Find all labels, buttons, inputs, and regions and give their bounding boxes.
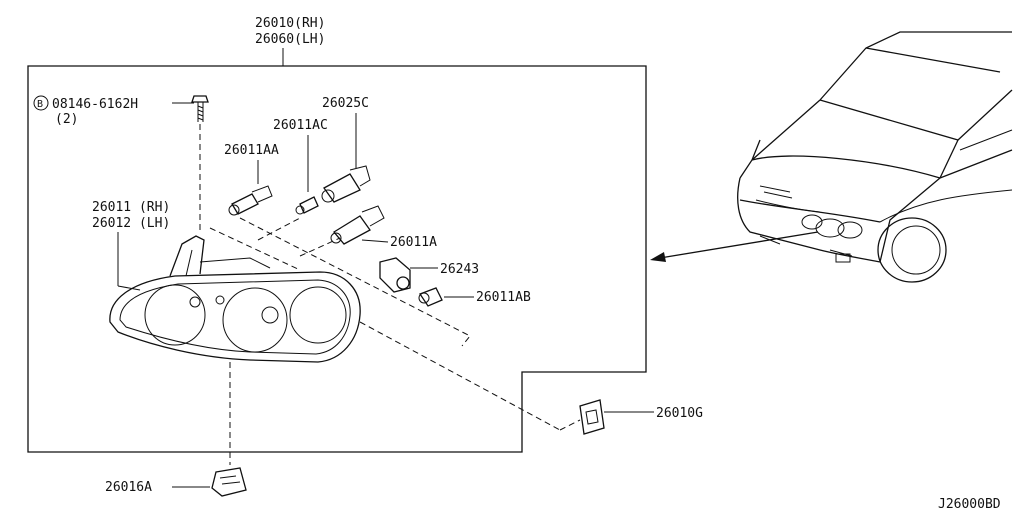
diagram-code: J26000BD: [938, 497, 1001, 512]
bulb-ab-label: 26011AB: [476, 290, 531, 305]
bolt-circle-icon: [33, 95, 49, 111]
socket-c-label: 26025C: [322, 96, 369, 111]
bulb-a-icon: [330, 205, 385, 245]
bulb-aa-icon: [228, 185, 273, 216]
car-front-icon: [737, 31, 1013, 283]
clip-g-label: 26010G: [656, 406, 703, 421]
bulb-a-label: 26011A: [390, 235, 437, 250]
bolt-icon: [191, 95, 209, 122]
assembly-lh-label: 26060(LH): [255, 32, 325, 47]
bolt-prefix: B: [37, 99, 43, 110]
housing-lh-label: 26012 (LH): [92, 216, 170, 231]
bulb-aa-label: 26011AA: [224, 143, 279, 158]
bulb-ab-icon: [418, 287, 443, 307]
headlamp-housing-icon: [109, 235, 361, 363]
bulb-ac-icon: [295, 196, 319, 215]
assembly-rh-label: 26010(RH): [255, 16, 325, 31]
clip-g-icon: [579, 399, 605, 435]
socket-243-icon: [379, 257, 411, 293]
bolt-part-label: 08146-6162H: [52, 97, 138, 112]
socket-243-label: 26243: [440, 262, 479, 277]
assembly-frame: [27, 65, 647, 453]
pointer-arrow-icon: [650, 231, 819, 262]
bracket-a-icon: [211, 467, 247, 497]
bolt-group: B 08146-6162H (2): [33, 95, 209, 234]
socket-c-icon: [321, 165, 371, 203]
bolt-qty-label: (2): [55, 112, 78, 127]
bracket-a-label: 26016A: [105, 480, 152, 495]
bulb-ac-label: 26011AC: [273, 118, 328, 133]
housing-rh-label: 26011 (RH): [92, 200, 170, 215]
